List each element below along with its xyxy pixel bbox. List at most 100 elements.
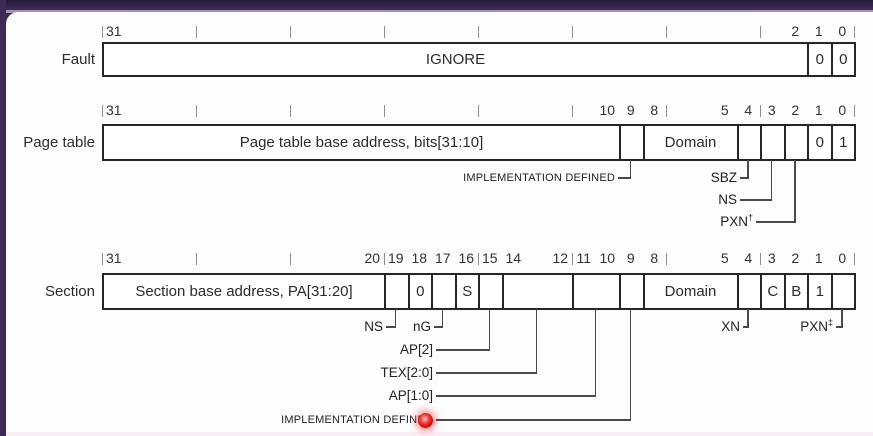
tick-dash [571,26,573,38]
callout-connector-v [535,309,538,374]
bit-tick: 8 [650,250,659,266]
callout-connector-h [436,372,537,374]
callout-connector-v [747,309,749,328]
bit-tick: 31 [106,102,122,118]
callout-connector-h [436,349,490,351]
bit-field: 1 [830,124,856,161]
window-left-border [0,0,6,436]
bit-field [736,273,762,310]
tick-dash [759,253,761,265]
row-label: Fault [61,51,95,68]
bit-tick: 31 [106,250,122,266]
bit-tick: 11 [576,250,592,266]
bit-field: 0 [807,42,833,77]
tick-dash [101,253,103,265]
window-accent-line [0,10,873,13]
bit-field [572,273,621,310]
tick-dash [289,253,291,265]
bit-tick: 2 [791,23,800,39]
bit-field: 0 [407,273,433,310]
callout-connector-h [740,199,772,201]
callout-connector-h [836,326,843,328]
tick-dash [101,26,103,38]
callout-label: AP[1:0] [388,388,433,403]
click-indicator [417,412,433,428]
callout-label: NS [718,192,737,207]
bit-tick: 19 [387,250,404,266]
bit-tick: 0 [838,23,847,39]
bit-field: Section base address, PA[31:20] [102,273,386,310]
bit-field [736,124,762,161]
tick-dash [853,26,855,38]
bit-field: IGNORE [102,42,809,77]
bit-tick: 9 [626,102,635,118]
tick-dash [477,26,479,38]
callout-connector-h [740,177,749,179]
bit-tick: 1 [814,23,823,39]
window-top-bar [0,0,873,10]
callout-label: SBZ [710,170,737,185]
bit-field: Domain [642,124,739,161]
tick-dash [289,26,291,38]
bit-tick: 3 [767,250,776,266]
bit-field: 0 [830,42,856,77]
tick-dash [665,26,667,38]
callout-label: AP[2] [399,342,433,357]
callout-connector-h [436,395,596,397]
tick-dash [571,105,573,117]
tick-dash [289,105,291,117]
tick-dash [853,253,855,265]
bit-tick: 10 [599,250,616,266]
callout-connector-v [770,160,773,201]
bit-field: 1 [807,273,833,310]
bit-tick: 12 [552,250,569,266]
bit-field: C [760,273,786,310]
callout-label: PXN‡ [800,317,833,334]
callout-connector-h [756,221,796,223]
bit-field [431,273,457,310]
bit-tick: 1 [814,102,823,118]
callout-label: IMPLEMENTATION DEFINED [281,414,433,426]
tick-dash [383,105,385,117]
bit-field [619,124,645,161]
tick-dash [759,26,761,38]
callout-label: IMPLEMENTATION DEFINED [463,172,615,184]
bit-tick: 9 [626,250,635,266]
bit-tick: 4 [744,250,753,266]
bit-tick: 14 [505,250,522,266]
tick-dash [477,105,479,117]
bit-tick: 4 [744,102,753,118]
callout-connector-h [436,419,631,421]
callout-label: PXN† [720,212,753,229]
content-panel [6,12,873,436]
callout-connector-v [794,160,796,223]
bit-tick: 2 [791,250,800,266]
callout-connector-v [629,309,632,421]
callout-connector-v [594,309,596,397]
callout-connector-h [386,326,396,328]
bit-tick: 15 [481,250,498,266]
bit-tick: 1 [814,250,823,266]
bit-tick: 31 [106,23,122,39]
bit-tick: 17 [434,250,451,266]
tick-dash [477,253,479,265]
tick-dash [195,105,197,117]
row-label: Page table [23,134,95,151]
bit-tick: 10 [599,102,616,118]
bit-tick: 20 [364,250,381,266]
bit-field [783,124,809,161]
bit-field [478,273,504,310]
bit-field: Domain [642,273,739,310]
tick-dash [759,105,761,117]
bit-field: 0 [807,124,833,161]
bit-field [384,273,410,310]
callout-connector-h [618,177,631,179]
tick-dash [665,105,667,117]
bit-tick: 18 [411,250,428,266]
bit-tick: 5 [720,102,729,118]
bit-field [760,124,786,161]
callout-label: NS [364,319,383,334]
bit-tick: 0 [838,102,847,118]
